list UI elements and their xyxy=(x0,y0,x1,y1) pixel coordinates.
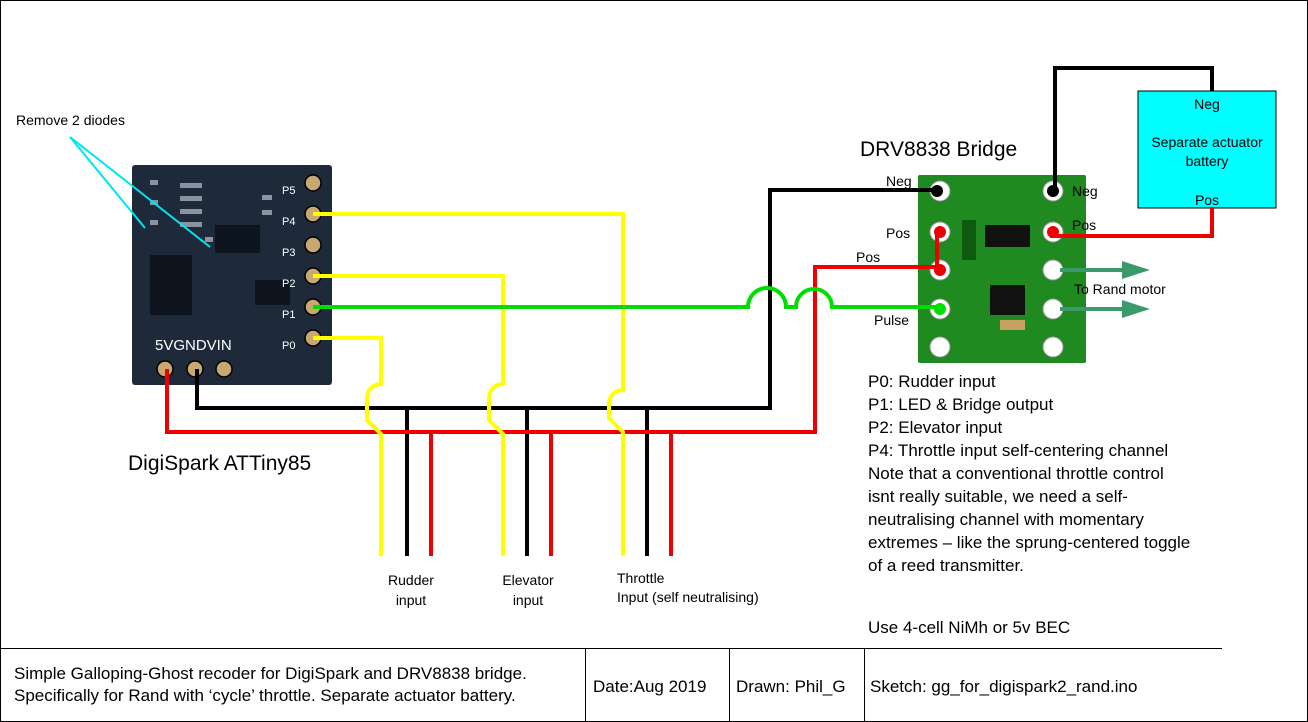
pin-label-p3: P3 xyxy=(282,247,296,259)
pin-label-p5: P5 xyxy=(282,185,296,197)
drv8838-board xyxy=(918,175,1086,363)
note-line: neutralising channel with momentary xyxy=(868,510,1144,529)
battery-pos-label: Pos xyxy=(1194,192,1220,208)
note-line: isnt really suitable, we need a self- xyxy=(868,487,1128,506)
bridge-title: DRV8838 Bridge xyxy=(860,138,1018,161)
battery-box xyxy=(1137,90,1277,209)
title-block-date: Date:Aug 2019 xyxy=(593,677,707,696)
note-line: of a reed transmitter. xyxy=(868,556,1024,575)
pin-label-p2: P2 xyxy=(282,278,296,290)
elevator-input-label: Elevator input xyxy=(488,570,568,610)
battery-title-line1: Separate actuator xyxy=(1151,134,1263,150)
power-note: Use 4-cell NiMh or 5v BEC xyxy=(868,618,1071,637)
rudder-label-line1: Rudder xyxy=(388,572,434,588)
throttle-label-line1: Throttle xyxy=(617,570,665,586)
pin-label-p4: P4 xyxy=(282,216,296,228)
bridge-pin-markers xyxy=(931,185,1059,315)
note-line: P4: Throttle input self-centering channe… xyxy=(868,441,1169,460)
bridge-label-neg-left: Neg xyxy=(886,173,912,189)
power-pin-labels: 5VGNDVIN xyxy=(155,337,232,354)
motor-arrows xyxy=(1060,261,1150,318)
rudder-input-label: Rudder input xyxy=(371,570,451,610)
remove-diodes-note: Remove 2 diodes xyxy=(16,112,125,128)
elevator-label-line2: input xyxy=(512,592,544,608)
motor-label: To Rand motor xyxy=(1074,281,1166,297)
title-block-sketch: Sketch: gg_for_digispark2_rand.ino xyxy=(870,677,1138,696)
title-block-description: Simple Galloping-Ghost recoder for DigiS… xyxy=(14,663,527,707)
description-line1: Simple Galloping-Ghost recoder for DigiS… xyxy=(14,664,527,683)
note-line: Note that a conventional throttle contro… xyxy=(868,464,1164,483)
pin-notes: P0: Rudder input P1: LED & Bridge output… xyxy=(868,370,1238,577)
note-line: extremes – like the sprung-centered togg… xyxy=(868,533,1191,552)
bridge-label-pos-in: Pos xyxy=(856,249,881,265)
bridge-label-pos-right: Pos xyxy=(1072,217,1097,233)
rudder-label-line2: input xyxy=(395,592,427,608)
note-line: P0: Rudder input xyxy=(868,372,996,391)
battery-neg-label: Neg xyxy=(1194,96,1220,112)
signal-wires xyxy=(313,212,625,556)
led-bridge-wire xyxy=(313,286,938,309)
title-block-lines xyxy=(0,648,1222,722)
digispark-pin-labels: P5 P4 P3 P2 P1 P0 xyxy=(282,176,296,362)
elevator-label-line1: Elevator xyxy=(502,572,554,588)
throttle-input-label: Throttle Input (self neutralising) xyxy=(617,569,759,607)
bridge-label-pulse: Pulse xyxy=(874,312,910,328)
note-line: P2: Elevator input xyxy=(868,418,1003,437)
pin-label-p1: P1 xyxy=(282,309,296,321)
throttle-label-line2: Input (self neutralising) xyxy=(617,589,759,605)
note-line: P1: LED & Bridge output xyxy=(868,395,1054,414)
description-line2: Specifically for Rand with ‘cycle’ throt… xyxy=(14,686,516,705)
pin-label-p0: P0 xyxy=(282,340,296,352)
digispark-title: DigiSpark ATTiny85 xyxy=(128,452,312,475)
diode-annotation-lines xyxy=(69,136,211,248)
title-block-drawn: Drawn: Phil_G xyxy=(736,677,846,696)
bridge-label-neg-right: Neg xyxy=(1072,183,1098,199)
battery-title-line2: battery xyxy=(1185,153,1229,169)
bridge-label-pos-left: Pos xyxy=(886,225,911,241)
